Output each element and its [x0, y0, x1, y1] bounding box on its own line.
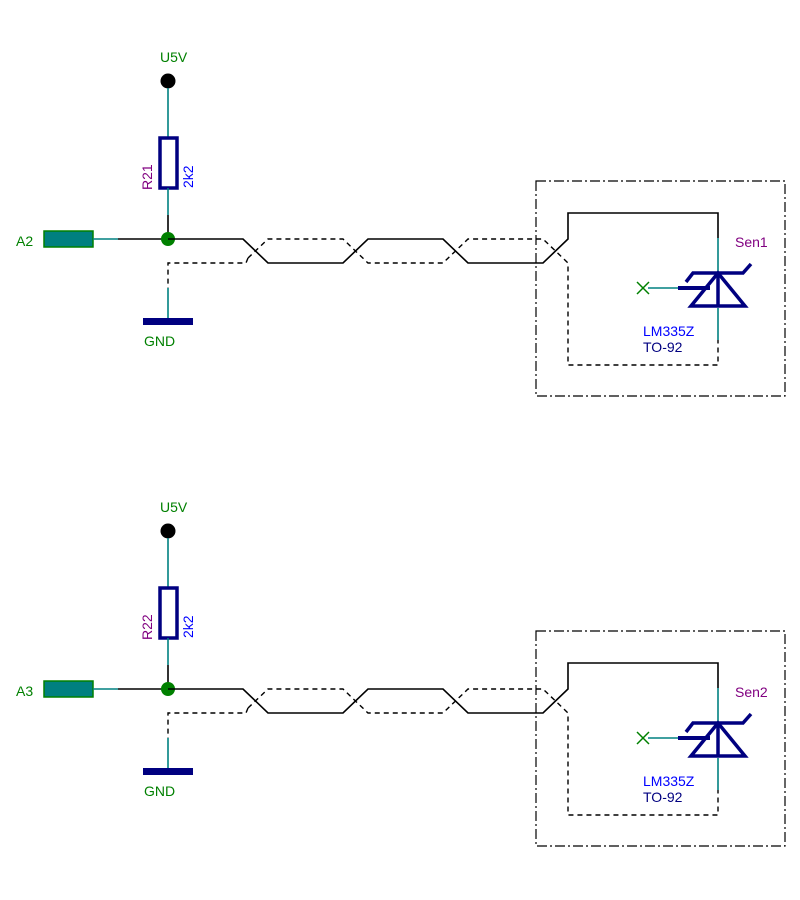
sensor-part-label: LM335Z [643, 773, 695, 789]
zener-sensor-icon[interactable] [636, 688, 753, 790]
nc-stroke [636, 281, 650, 295]
sensor-package-label: TO-92 [643, 789, 683, 805]
supply-label: U5V [160, 49, 188, 65]
shield-wire [167, 257, 249, 288]
ground-bar-icon[interactable] [143, 768, 193, 775]
connector-pin-icon[interactable] [43, 680, 94, 698]
resistor-icon[interactable] [158, 136, 179, 190]
twisted-pair-icon [168, 662, 719, 816]
supply-dot-icon[interactable] [160, 523, 176, 539]
shield-wire [247, 238, 719, 366]
supply-dot-icon[interactable] [160, 73, 176, 89]
connector-label: A2 [16, 233, 33, 249]
no-connect-x-icon [636, 281, 650, 295]
shield-wire [247, 688, 719, 816]
resistor-ref-label: R22 [139, 614, 155, 640]
sensor-part-label: LM335Z [643, 323, 695, 339]
sensor-housing-frame [535, 630, 786, 847]
resistor-icon[interactable] [158, 586, 179, 640]
ground-label: GND [144, 783, 175, 799]
no-connect-x-icon [636, 731, 650, 745]
sensor-housing-frame [535, 180, 786, 397]
nc-stroke [636, 731, 650, 745]
resistor-value-label: 2k2 [180, 165, 196, 188]
resistor-value-label: 2k2 [180, 615, 196, 638]
zener-sensor-icon[interactable] [636, 238, 753, 340]
connector-pin-icon[interactable] [43, 230, 94, 248]
connector-label: A3 [16, 683, 33, 699]
twisted-pair-icon [168, 212, 719, 366]
sensor-ref-label: Sen2 [735, 684, 768, 700]
ground-label: GND [144, 333, 175, 349]
sensor-ref-label: Sen1 [735, 234, 768, 250]
resistor-ref-label: R21 [139, 164, 155, 190]
supply-label: U5V [160, 499, 188, 515]
ground-bar-icon[interactable] [143, 318, 193, 325]
sensor-package-label: TO-92 [643, 339, 683, 355]
shield-wire [167, 707, 249, 738]
